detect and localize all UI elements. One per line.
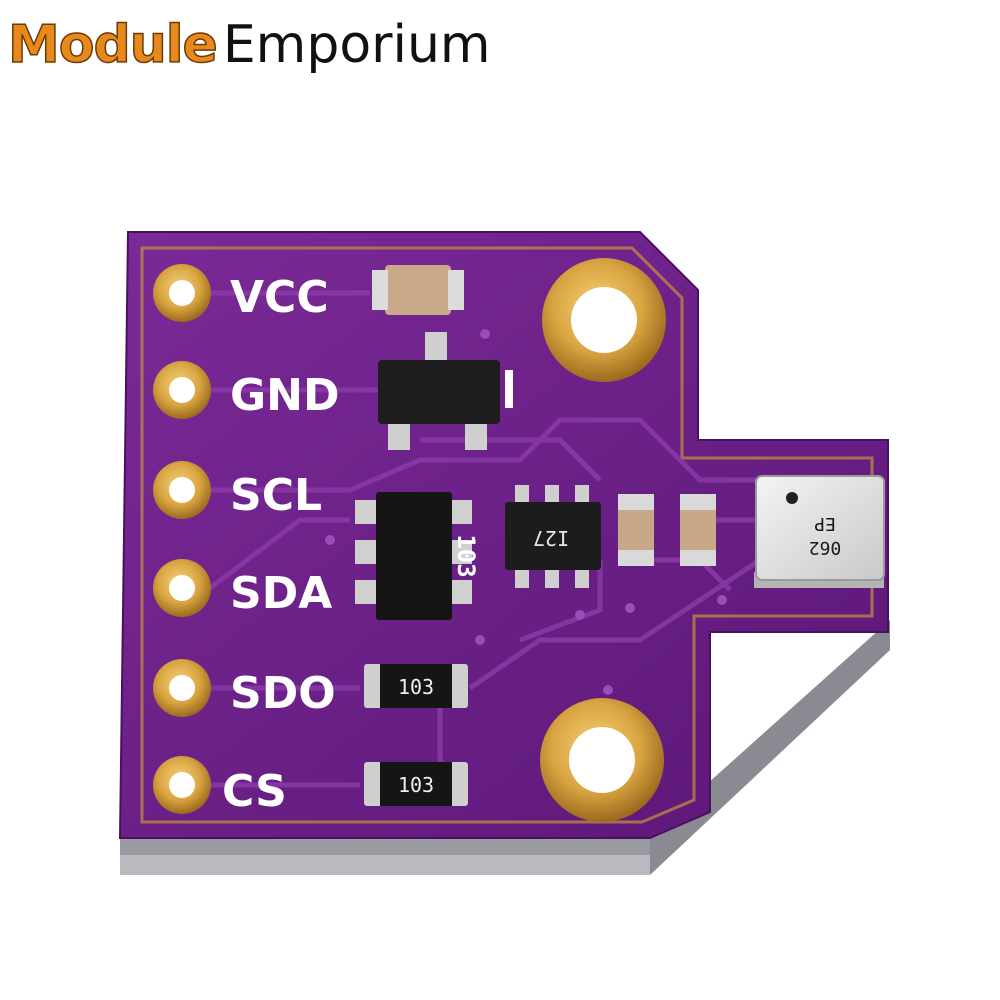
environment-sensor: 062 EP — [754, 475, 885, 588]
level-shifter-chip: I27 — [505, 485, 601, 588]
pcb-vias — [325, 329, 727, 695]
pin-pad-cs — [153, 756, 211, 814]
pin-label-vcc: VCC — [230, 272, 329, 323]
pin-label-cs: CS — [222, 766, 287, 817]
pin-label-gnd: GND — [230, 370, 339, 421]
pin-pad-scl — [153, 461, 211, 519]
pin-pads — [153, 264, 211, 814]
brand-part-module: Module — [7, 14, 218, 76]
pin-labels: VCC GND SCL SDA SDO CS — [222, 272, 339, 817]
resistor-cs-marking: 103 — [398, 773, 434, 797]
sensor-marking-line2: EP — [814, 513, 836, 534]
pin-pad-vcc — [153, 264, 211, 322]
sensor-marking-line1: 062 — [809, 537, 842, 558]
pin-label-sdo: SDO — [230, 668, 336, 719]
level-shifter-marking: I27 — [533, 526, 569, 550]
resistor-network-marking: 103 — [452, 534, 480, 577]
pin-label-sda: SDA — [230, 568, 332, 619]
pin-pad-sda — [153, 559, 211, 617]
sensor-vent-hole — [786, 492, 798, 504]
voltage-regulator-chip — [378, 332, 513, 450]
pin-pad-sdo — [153, 659, 211, 717]
resistor-sdo-marking: 103 — [398, 675, 434, 699]
capacitor-top — [372, 265, 464, 315]
pin-label-scl: SCL — [230, 470, 322, 521]
capacitor-middle-right — [680, 494, 716, 566]
mounting-hole-top — [542, 258, 666, 382]
border-trace — [140, 246, 874, 824]
resistor-cs: 103 — [364, 762, 468, 806]
resistor-network: 103 — [355, 492, 480, 620]
brand-part-emporium: Emporium — [222, 15, 491, 75]
mounting-hole-bottom — [540, 698, 664, 822]
pin-pad-gnd — [153, 361, 211, 419]
resistor-sdo: 103 — [364, 664, 468, 708]
capacitor-middle-left — [618, 494, 654, 566]
